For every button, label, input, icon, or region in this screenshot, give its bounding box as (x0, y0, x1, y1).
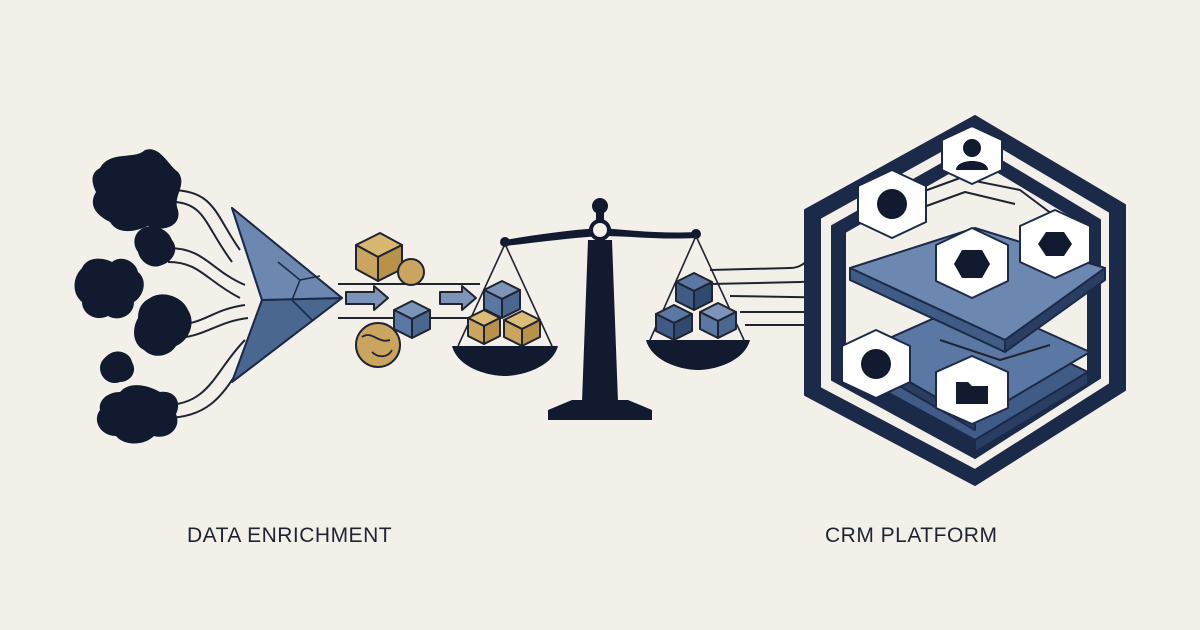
raw-data-blob-icon (96, 385, 179, 444)
record-hexagon-icon (857, 169, 927, 239)
record-hexagon-icon (935, 227, 1009, 299)
enriched-items (345, 232, 477, 368)
folder-hexagon (935, 355, 1009, 425)
data-coin-icon (397, 258, 425, 286)
raw-data-blob-icon (134, 294, 192, 356)
raw-data-blob-icon (92, 149, 182, 232)
raw-data-blob-icon (74, 258, 144, 319)
raw-data-blob-icon (100, 351, 135, 384)
data-cube-icon (675, 272, 713, 311)
user-icon (956, 139, 988, 170)
arrow-right-icon (345, 285, 389, 311)
arrow-right-icon (439, 285, 477, 311)
raw-data-blob-icon (134, 226, 176, 267)
record-hexagon-icon (1019, 209, 1091, 279)
data-cube-icon (355, 232, 403, 282)
data-cube-icon (483, 280, 521, 319)
folder-icon (956, 382, 988, 404)
data-cube-icon (393, 300, 431, 339)
enrichment-funnel-icon (231, 207, 343, 383)
data-cube-icon (699, 302, 737, 339)
data-coin-icon (355, 322, 401, 368)
data-cube-icon (655, 304, 693, 341)
crm-platform-label: CRM PLATFORM (825, 524, 998, 547)
record-hexagon-icon (841, 329, 911, 399)
crm-platform-icon (804, 115, 1126, 486)
user-hexagon (941, 125, 1003, 185)
raw-data-blobs (74, 149, 192, 444)
balance-scale-icon (452, 198, 750, 420)
data-cube-icon (467, 309, 501, 345)
data-cube-icon (503, 310, 541, 347)
data-enrichment-label: DATA ENRICHMENT (187, 524, 393, 547)
right-pan-cubes (655, 272, 737, 341)
left-pan-cubes (467, 280, 541, 347)
